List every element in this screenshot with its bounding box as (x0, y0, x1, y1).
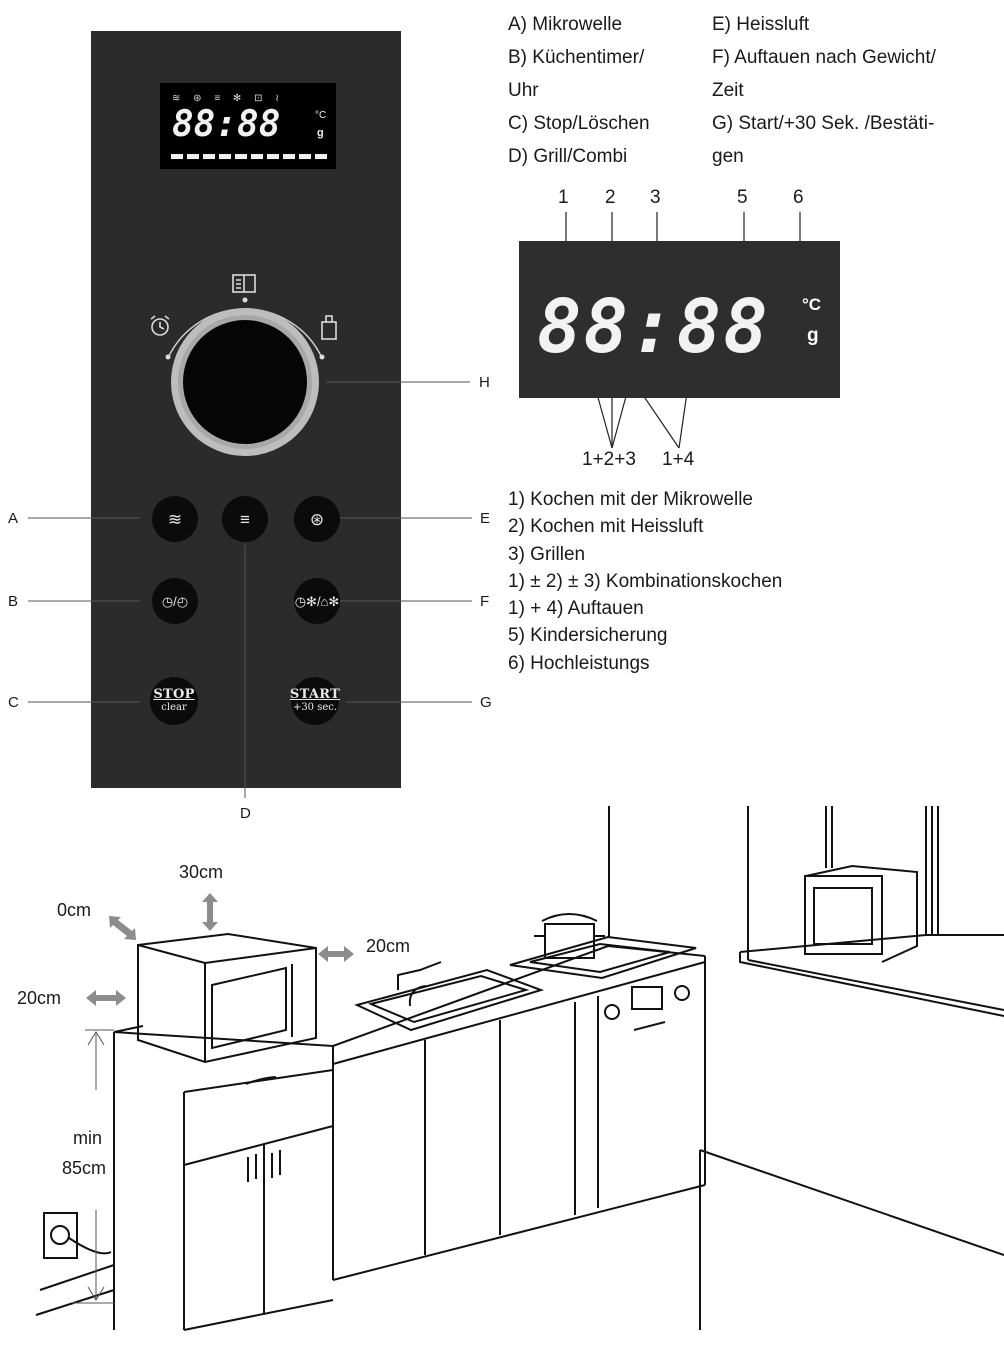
callout-g: G (480, 694, 492, 711)
legend-item: C) Stop/Löschen (508, 113, 650, 134)
clearance-back-label: 0cm (57, 900, 92, 920)
callout-d: D (240, 805, 251, 822)
combo-label-right: 1+4 (662, 449, 695, 470)
clearance-right-label: 20cm (366, 936, 411, 956)
legend-item: G) Start/+30 Sek. /Bestäti- (712, 113, 935, 134)
clearance-arrows (86, 893, 354, 1006)
legend-item: E) Heissluft (712, 14, 810, 35)
fan-icon: ⊛ (309, 509, 325, 529)
indicator-number: 5 (737, 187, 748, 208)
panel-display-icons: ≋ ⊛ ≡ ✻ ⊡ ≀ (172, 93, 284, 104)
convection-button[interactable]: ⊛ (294, 496, 340, 542)
start-button[interactable]: START +30 sec. (289, 677, 341, 725)
panel-display-dashes (171, 154, 327, 159)
legend-left: A) Mikrowelle B) Küchentimer/ Uhr C) Sto… (508, 8, 650, 173)
legend-item: Uhr (508, 80, 539, 101)
mode-list: 1) Kochen mit der Mikrowelle 2) Kochen m… (508, 486, 782, 677)
callout-b: B (8, 593, 19, 610)
height-measure (72, 1029, 114, 1304)
stop-clear-button[interactable]: STOP clear (150, 677, 198, 725)
control-dial[interactable] (183, 320, 307, 444)
microwave-button[interactable]: ≋ (152, 496, 198, 542)
start-label: START (289, 687, 341, 702)
recipe-book-icon (232, 274, 256, 293)
legend-item: D) Grill/Combi (508, 146, 628, 167)
grill-icon: ≡ (240, 509, 250, 529)
mode-item: 1) ± 2) ± 3) Kombinationskochen (508, 570, 783, 592)
legend-item: Zeit (712, 80, 744, 101)
legend-item: A) Mikrowelle (508, 14, 623, 35)
clearance-left-label: 20cm (17, 988, 62, 1008)
timer-clock-icon: ◷/◴ (161, 593, 189, 609)
panel-display-unit-g: g (317, 127, 324, 139)
combo-label-left: 1+2+3 (582, 449, 636, 470)
height-min-label: min (73, 1128, 103, 1148)
legend-item: F) Auftauen nach Gewicht/ (712, 47, 936, 68)
mode-item: 6) Hochleistungs (508, 652, 650, 674)
display-unit-c: °C (802, 295, 822, 314)
callout-h: H (479, 374, 490, 391)
grill-combi-button[interactable]: ≡ (222, 496, 268, 542)
timer-clock-button[interactable]: ◷/◴ (152, 578, 198, 624)
mode-item: 1) Kochen mit der Mikrowelle (508, 489, 753, 510)
indicator-number: 3 (650, 187, 661, 208)
height-value-label: 85cm (62, 1157, 107, 1179)
display-unit-g: g (807, 325, 819, 346)
stop-label: STOP (153, 687, 195, 702)
weight-icon (321, 315, 337, 340)
callout-c: C (8, 694, 19, 711)
display-digits: 88:88 (537, 284, 770, 370)
plus-30-label: +30 sec. (292, 702, 338, 713)
defrost-button[interactable]: ◷✻/⌂✻ (294, 578, 340, 624)
defrost-icon: ◷✻/⌂✻ (294, 593, 340, 609)
mode-item: 1) + 4) Auftauen (508, 598, 644, 620)
panel-display-digits: 88:88 (172, 104, 281, 145)
alarm-clock-icon (150, 315, 170, 336)
legend-item: B) Küchentimer/ (508, 47, 645, 68)
callout-a: A (8, 510, 19, 527)
callout-f: F (480, 593, 490, 610)
legend-item: gen (712, 146, 744, 167)
clear-label: clear (161, 702, 187, 713)
callout-e: E (480, 510, 491, 527)
indicator-number: 6 (793, 187, 804, 208)
panel-display-unit-c: °C (315, 110, 327, 121)
indicator-number: 1 (558, 187, 569, 208)
mode-item: 5) Kindersicherung (508, 625, 668, 647)
legend-right: E) Heissluft F) Auftauen nach Gewicht/ Z… (712, 8, 936, 173)
indicator-number: 2 (605, 187, 616, 208)
mode-item: 2) Kochen mit Heissluft (508, 516, 704, 538)
microwave-waves-icon: ≋ (167, 509, 183, 529)
mode-item: 3) Grillen (508, 543, 586, 565)
display-illustration: 88:88 °C g (519, 241, 840, 398)
leader-lines (28, 381, 472, 798)
kitchen-illustration (35, 806, 1004, 1331)
clearance-top-label: 30cm (179, 862, 224, 882)
